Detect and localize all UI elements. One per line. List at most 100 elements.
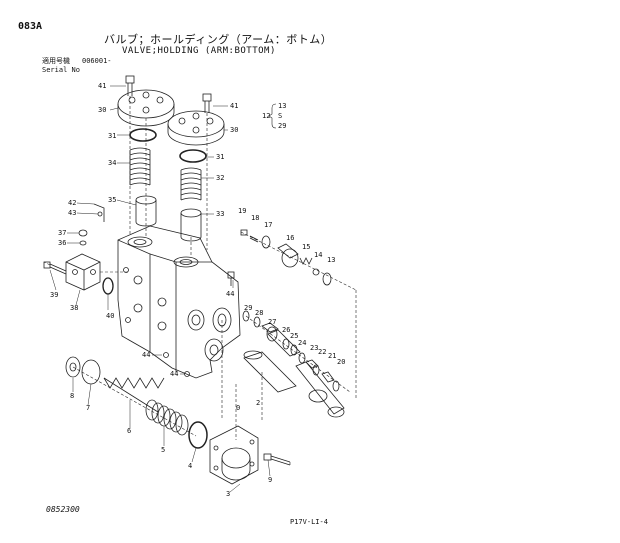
callout-15: 15: [302, 243, 310, 251]
callout-28: 28: [255, 309, 263, 317]
cover-plate-30-right: [167, 110, 225, 146]
callout-2: 2: [256, 399, 260, 407]
nut-17: [261, 235, 271, 249]
spring-15: [299, 257, 313, 265]
screw-18: [249, 235, 259, 243]
callout-leaders: [49, 85, 271, 493]
plug-44-low: [184, 371, 190, 377]
diagram-title-english: VALVE;HOLDING (ARM:BOTTOM): [122, 46, 276, 56]
cover-3: [209, 425, 259, 485]
sleeve-27: [261, 322, 279, 342]
callout-24: 24: [298, 339, 306, 347]
callout-44-low: 44: [170, 370, 178, 378]
callout-18: 18: [251, 214, 259, 222]
callout-40: 40: [106, 312, 114, 320]
valve-body: [117, 225, 241, 379]
assembly-guide-lines: [43, 96, 357, 466]
callout-33: 33: [216, 210, 224, 218]
plug-44-top: [227, 271, 235, 286]
ball-14: [312, 268, 320, 276]
serial-value: 006001-: [82, 57, 112, 65]
callout-30: 30: [98, 106, 106, 114]
spool-0: [243, 350, 297, 393]
spring-6: [103, 377, 165, 413]
callout-25: 25: [290, 332, 298, 340]
callout-35: 35: [108, 196, 116, 204]
callout-42: 42: [68, 199, 76, 207]
callout-5: 5: [161, 446, 165, 454]
cap-8: [65, 356, 81, 378]
piston-33-right: [180, 208, 202, 242]
callout-41: 41: [98, 82, 106, 90]
plug-21: [321, 371, 335, 383]
spring-32-right: [180, 167, 202, 201]
callout-12-mark: S: [278, 112, 282, 120]
callout-8: 8: [70, 392, 74, 400]
callout-43: 43: [68, 209, 76, 217]
callout-7: 7: [86, 404, 90, 412]
seal-19: [240, 229, 248, 236]
bracket-42-43: [93, 203, 105, 222]
callout-31-right: 31: [216, 153, 224, 161]
side-block-38: [65, 253, 101, 291]
serial-label-japanese: 適用号機: [42, 57, 70, 65]
o-ring-31-right: [179, 149, 207, 163]
pins-37-36: [78, 229, 88, 246]
page-code: 083A: [18, 21, 43, 32]
callout-4: 4: [188, 462, 192, 470]
serial-label-english: Serial No: [42, 66, 80, 74]
callout-26: 26: [282, 326, 290, 334]
callout-12-bottom: 29: [278, 122, 286, 130]
o-ring-31-left: [129, 128, 157, 142]
ring-26: [282, 338, 290, 350]
callout-6: 6: [127, 427, 131, 435]
callout-16: 16: [286, 234, 294, 242]
ring-22: [312, 364, 320, 376]
callout-32: 32: [216, 174, 224, 182]
ring-20: [332, 380, 340, 392]
ring-29: [242, 310, 250, 322]
callout-37: 37: [58, 229, 66, 237]
callout-31: 31: [108, 132, 116, 140]
callout-23: 23: [310, 344, 318, 352]
callout-41-right: 41: [230, 102, 238, 110]
callout-39: 39: [50, 291, 58, 299]
callout-27: 27: [268, 318, 276, 326]
callout-30-right: 30: [230, 126, 238, 134]
callout-3: 3: [226, 490, 230, 498]
callout-17: 17: [264, 221, 272, 229]
callout-numbers: 41 30 31 34 35 42 43 37 36 39 38 40 41 3…: [50, 82, 345, 498]
plug-44-mid: [163, 352, 169, 358]
plug-13: [322, 272, 332, 286]
callout-20: 20: [337, 358, 345, 366]
page-reference: P17V-LI-4: [290, 518, 328, 526]
callout-36: 36: [58, 239, 66, 247]
spring-34-left: [129, 147, 151, 186]
ring-25: [290, 344, 298, 356]
o-ring-4: [188, 421, 208, 449]
callout-12-top: 13: [278, 102, 286, 110]
bolt-41-left: [125, 75, 135, 96]
callout-9: 9: [268, 476, 272, 484]
callout-44-mid: 44: [142, 351, 150, 359]
callout-22: 22: [318, 348, 326, 356]
callout-38: 38: [70, 304, 78, 312]
ring-24: [298, 352, 306, 364]
screw-39: [43, 261, 67, 275]
callout-12: 12: [262, 112, 270, 120]
parts-group-bracket: [268, 103, 277, 129]
callout-19: 19: [238, 207, 246, 215]
spring-5: [145, 399, 189, 436]
document-number: 0852300: [46, 505, 80, 514]
callout-0: 0: [236, 404, 240, 412]
callout-34: 34: [108, 159, 116, 167]
callout-14: 14: [314, 251, 322, 259]
diagram-title-japanese: バルブ；ホールディング（アーム：ボトム）: [104, 33, 333, 46]
ring-28: [253, 316, 261, 328]
callout-13: 13: [327, 256, 335, 264]
callout-44-top: 44: [226, 290, 234, 298]
bolt-9: [263, 453, 291, 466]
callout-29: 29: [244, 304, 252, 312]
callout-21: 21: [328, 352, 336, 360]
